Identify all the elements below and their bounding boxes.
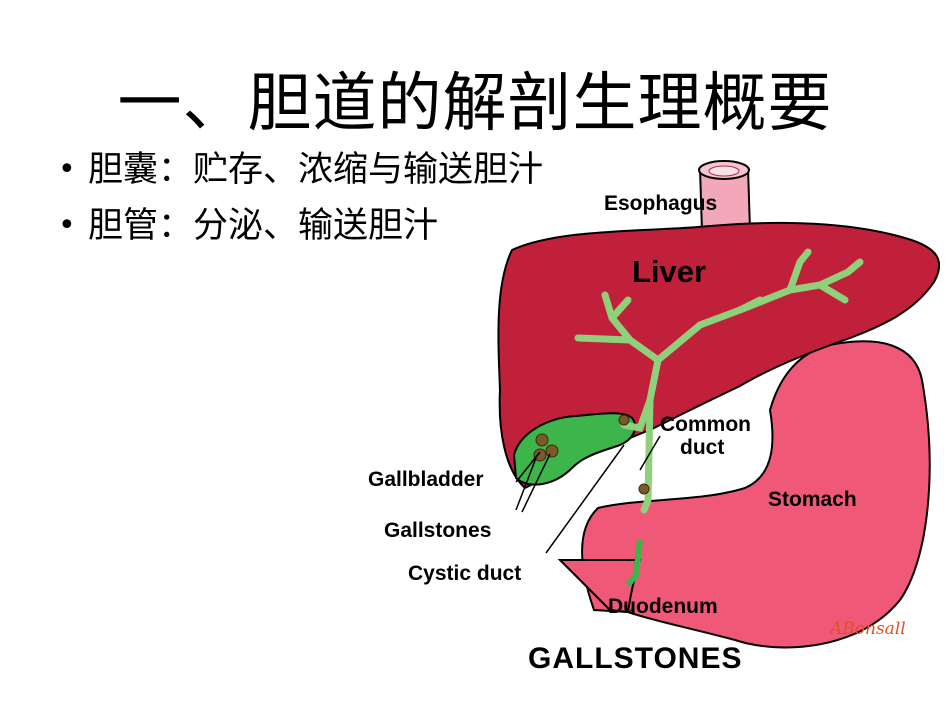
bullet-list: • 胆囊：贮存、浓缩与输送胆汁 • 胆管：分泌、输送胆汁 [58,142,543,254]
bullet-marker: • [58,152,76,187]
bullet-item-gallbladder: • 胆囊：贮存、浓缩与输送胆汁 [58,142,543,198]
gallstones-cluster [533,414,650,495]
label-common-duct-line2: duct [680,436,724,459]
label-cystic-duct: Cystic duct [408,562,521,585]
label-liver: Liver [632,254,706,289]
label-esophagus: Esophagus [604,192,717,215]
bullet-item-bile-duct: • 胆管：分泌、输送胆汁 [58,198,543,254]
esophagus [698,160,752,234]
bullet-marker: • [58,208,76,243]
bullet-text: 胆管：分泌、输送胆汁 [88,206,439,246]
bullet-text: 胆囊：贮存、浓缩与输送胆汁 [88,150,544,190]
leader-lines [515,435,661,554]
page-title: 一、胆道的解剖生理概要 [117,67,833,141]
label-stomach: Stomach [768,488,857,511]
diagram-caption: GALLSTONES [528,642,742,675]
label-gallbladder: Gallbladder [368,468,484,491]
label-common-duct-line1: Common [660,413,751,436]
gallstones-anatomy-diagram: Esophagus Liver Common duct Gallbladder … [368,160,940,675]
common-duct-lower [625,539,643,587]
label-duodenum: Duodenum [608,595,718,618]
bile-duct-tree [574,248,864,514]
artist-signature: ABonsall [828,619,906,639]
label-gallstones: Gallstones [384,519,491,542]
stomach [581,340,931,649]
